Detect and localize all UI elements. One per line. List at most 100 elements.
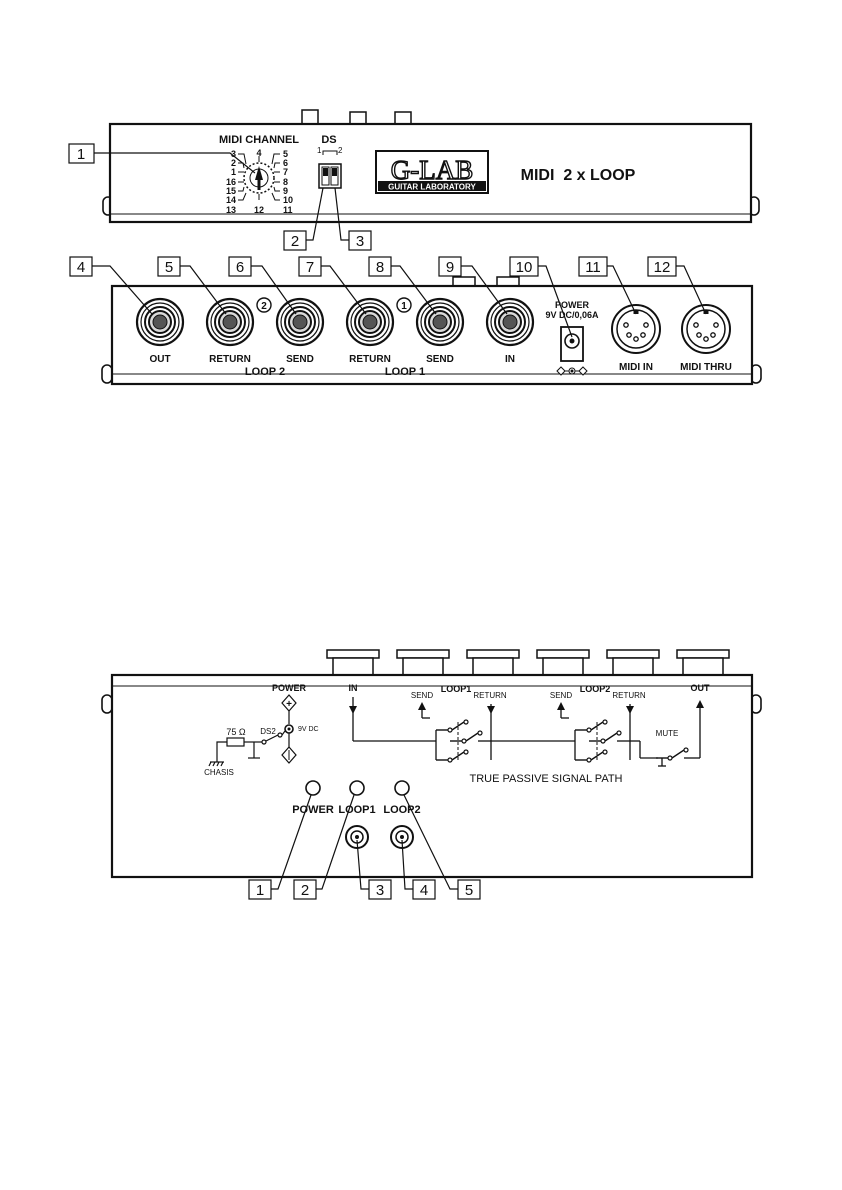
dial-number: 5 <box>283 149 288 159</box>
logo-sub-text: GUITAR LABORATORY <box>388 183 476 192</box>
callout-number: 7 <box>306 259 314 276</box>
led-loop2-label: LOOP2 <box>383 804 420 816</box>
dial-number: 8 <box>283 177 288 187</box>
dial-number: 2 <box>231 158 236 168</box>
led-power <box>305 780 321 796</box>
callout-number: 12 <box>654 259 671 276</box>
callout-number: 11 <box>585 259 601 276</box>
dial-numbers-left: 3 2 1 16 15 14 13 <box>226 149 236 215</box>
send-label-2: SEND <box>550 691 572 700</box>
power-spec-line2: 9V DC/0,06A <box>545 310 599 320</box>
jack-tops <box>326 649 730 676</box>
midi-thru-port[interactable] <box>681 304 731 354</box>
callout-number: 1 <box>256 882 264 899</box>
led-loop2 <box>394 780 410 796</box>
callout-number: 5 <box>465 882 473 899</box>
jack-label: OUT <box>149 354 170 365</box>
signal-arrows <box>349 700 704 714</box>
dial-number-top: 4 <box>256 148 261 158</box>
power-spec-line1: POWER <box>555 300 590 310</box>
signal-path-caption: TRUE PASSIVE SIGNAL PATH <box>469 773 622 785</box>
led-loop1 <box>349 780 365 796</box>
jack-label: IN <box>505 354 515 365</box>
in-label: IN <box>349 683 358 693</box>
side-callouts <box>69 256 707 338</box>
jack-loop1-return[interactable] <box>345 297 395 347</box>
led-loop1-label: LOOP1 <box>338 804 375 816</box>
dial-number: 9 <box>283 186 288 196</box>
dial-number: 16 <box>226 177 236 187</box>
dial-number-bottom: 12 <box>254 205 264 215</box>
callout-number: 8 <box>376 259 384 276</box>
loop-marker-1: 1 <box>401 301 407 312</box>
ds-title: DS <box>321 134 336 146</box>
return-label-2: RETURN <box>612 691 646 700</box>
top-callouts <box>68 143 372 251</box>
dial-number: 10 <box>283 195 293 205</box>
dial-number: 14 <box>226 195 236 205</box>
loop2-switches <box>561 717 622 763</box>
callout-number: 4 <box>420 882 428 899</box>
loop1-label: LOOP 1 <box>385 366 425 378</box>
out-label: OUT <box>691 683 711 693</box>
loop1-switches <box>422 717 483 763</box>
chasis-label: CHASIS <box>204 768 234 777</box>
callout-number: 2 <box>301 882 309 899</box>
dial-number: 1 <box>231 167 236 177</box>
dial-number: 13 <box>226 205 236 215</box>
footswitch-loop1[interactable] <box>345 825 369 849</box>
jack-loop1-send[interactable] <box>415 297 465 347</box>
return-label-1: RETURN <box>473 691 507 700</box>
resistor-label: 75 Ω <box>226 727 246 737</box>
callout-number: 3 <box>356 233 364 250</box>
loop2-label: LOOP 2 <box>245 366 285 378</box>
jack-in[interactable] <box>485 297 535 347</box>
callout-number: 6 <box>236 259 244 276</box>
dial-number: 3 <box>231 149 236 159</box>
signal-wiring <box>352 697 701 767</box>
power-jack[interactable] <box>560 326 584 362</box>
glab-logo: G-LAB GUITAR LABORATORY <box>375 150 489 194</box>
side-panel: OUT RETURN SEND RETURN SEND IN 2 1 LOOP … <box>101 276 762 386</box>
ds-right-number: 2 <box>338 146 343 155</box>
dial-number: 6 <box>283 158 288 168</box>
dial-number: 15 <box>226 186 236 196</box>
dial-number: 7 <box>283 167 288 177</box>
loop1-title: LOOP1 <box>441 684 472 694</box>
send-label-1: SEND <box>411 691 433 700</box>
jack-loop2-return[interactable] <box>205 297 255 347</box>
top-panel: MIDI CHANNEL <box>102 109 760 224</box>
callout-number: 5 <box>165 259 173 276</box>
dial-numbers-right: 5 6 7 8 9 10 11 <box>283 149 293 215</box>
svg-text:+: + <box>286 699 292 710</box>
volt-label: 9V DC <box>298 726 319 733</box>
midi-channel-title: MIDI CHANNEL <box>219 134 299 146</box>
dip-switch[interactable] <box>318 163 342 189</box>
product-name: MIDI 2 x LOOP <box>521 167 636 184</box>
loop2-title: LOOP2 <box>580 684 611 694</box>
jack-label: SEND <box>286 354 314 365</box>
callout-number: 3 <box>376 882 384 899</box>
mute-label: MUTE <box>656 729 679 738</box>
loop-marker-2: 2 <box>261 301 267 312</box>
led-power-label: POWER <box>292 804 334 816</box>
callout-number: 10 <box>516 259 533 276</box>
midi-in-port[interactable] <box>611 304 661 354</box>
polarity-icon <box>556 366 588 376</box>
jack-out[interactable] <box>135 297 185 347</box>
ds-left-number: 1 <box>317 146 322 155</box>
jack-label: RETURN <box>209 354 251 365</box>
midi-in-label: MIDI IN <box>619 362 653 373</box>
callout-number: 2 <box>291 233 299 250</box>
bottom-callouts <box>248 794 481 900</box>
callout-number: 1 <box>77 146 85 163</box>
logo-main-text: G-LAB <box>391 155 474 185</box>
dial-number: 11 <box>283 205 293 215</box>
jack-loop2-send[interactable] <box>275 297 325 347</box>
callout-number: 9 <box>446 259 454 276</box>
jack-label: SEND <box>426 354 454 365</box>
jack-label: RETURN <box>349 354 391 365</box>
midi-thru-label: MIDI THRU <box>680 362 732 373</box>
callout-number: 4 <box>77 259 85 276</box>
